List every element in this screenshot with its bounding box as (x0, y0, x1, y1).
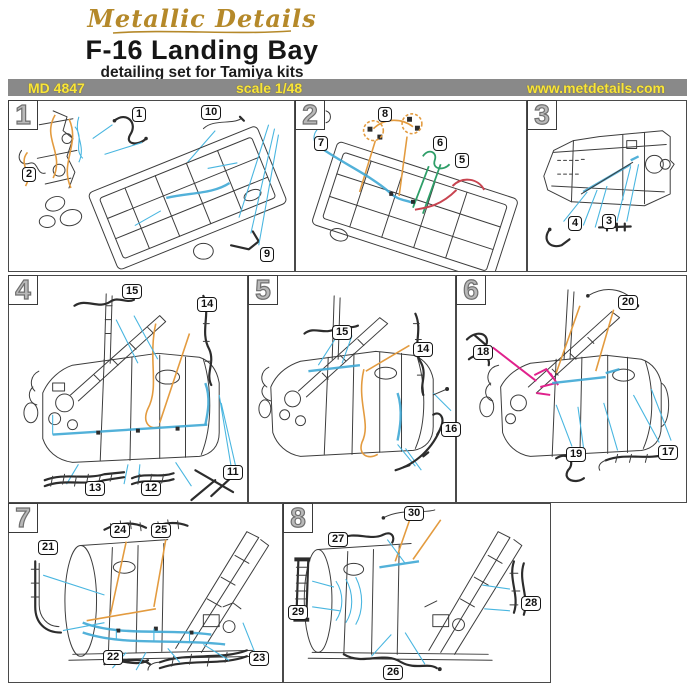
part-callout-27: 27 (328, 532, 349, 547)
step-number-3: 3 (527, 100, 557, 130)
part-callout-26: 26 (383, 665, 404, 680)
part-callout-20: 20 (618, 295, 639, 310)
step-panel-1 (8, 100, 295, 272)
part-callout-8: 8 (378, 107, 393, 122)
part-callout-10: 10 (201, 105, 222, 120)
part-callout-15: 15 (332, 325, 353, 340)
step-panel-7 (8, 503, 283, 683)
step-number-6: 6 (456, 275, 486, 305)
website-url: www.metdetails.com (527, 80, 665, 96)
step-number-8: 8 (283, 503, 313, 533)
part-callout-25: 25 (151, 523, 172, 538)
panel-7-drawing (30, 519, 270, 671)
product-code: MD 4847 (28, 80, 85, 96)
panel-8-drawing (293, 509, 527, 672)
step-number-7: 7 (8, 503, 38, 533)
part-callout-1: 1 (132, 107, 147, 122)
part-callout-4: 4 (568, 216, 583, 231)
part-callout-29: 29 (288, 605, 309, 620)
part-callout-17: 17 (658, 445, 679, 460)
step-number-4: 4 (8, 275, 38, 305)
brand-logo: Metallic Details (87, 4, 317, 33)
step-panel-8 (283, 503, 551, 683)
panel-4-drawing (23, 293, 241, 502)
step-panel-2 (295, 100, 527, 272)
panel-5-drawing (258, 295, 452, 472)
part-callout-6: 6 (433, 136, 448, 151)
part-callout-12: 12 (141, 481, 162, 496)
part-callout-3: 3 (602, 214, 617, 229)
panel-3-drawing (543, 130, 675, 248)
page-subtitle: detailing set for Tamiya kits (100, 64, 304, 81)
panel-6-drawing (465, 289, 672, 483)
panel-1-drawing (18, 110, 287, 270)
brand-flourish (112, 30, 292, 34)
part-callout-23: 23 (249, 651, 270, 666)
step-number-1: 1 (8, 100, 38, 130)
step-panel-4 (8, 275, 248, 503)
scale-label: scale 1/48 (236, 80, 303, 96)
part-callout-11: 11 (223, 465, 243, 480)
part-callout-22: 22 (103, 650, 124, 665)
part-callout-14: 14 (413, 342, 434, 357)
part-callout-13: 13 (85, 481, 106, 496)
part-callout-18: 18 (473, 345, 494, 360)
step-number-2: 2 (295, 100, 325, 130)
info-bar: MD 4847 scale 1/48 www.metdetails.com (8, 79, 687, 96)
part-callout-2: 2 (22, 167, 37, 182)
page-title: F-16 Landing Bay (85, 35, 319, 65)
part-callout-16: 16 (441, 422, 462, 437)
part-callout-30: 30 (404, 506, 425, 521)
part-callout-21: 21 (38, 540, 59, 555)
sheet-header: Metallic Details F-16 Landing Bay detail… (2, 4, 402, 82)
step-panel-5 (248, 275, 456, 503)
part-callout-14: 14 (197, 297, 218, 312)
part-callout-9: 9 (260, 247, 275, 262)
part-callout-28: 28 (521, 596, 542, 611)
part-callout-19: 19 (566, 447, 587, 462)
part-callout-15: 15 (122, 284, 143, 299)
step-panel-6 (456, 275, 687, 503)
step-number-5: 5 (248, 275, 278, 305)
part-callout-24: 24 (110, 523, 131, 538)
part-callout-5: 5 (455, 153, 470, 168)
part-callout-7: 7 (314, 136, 329, 151)
panel-2-drawing (312, 110, 518, 271)
